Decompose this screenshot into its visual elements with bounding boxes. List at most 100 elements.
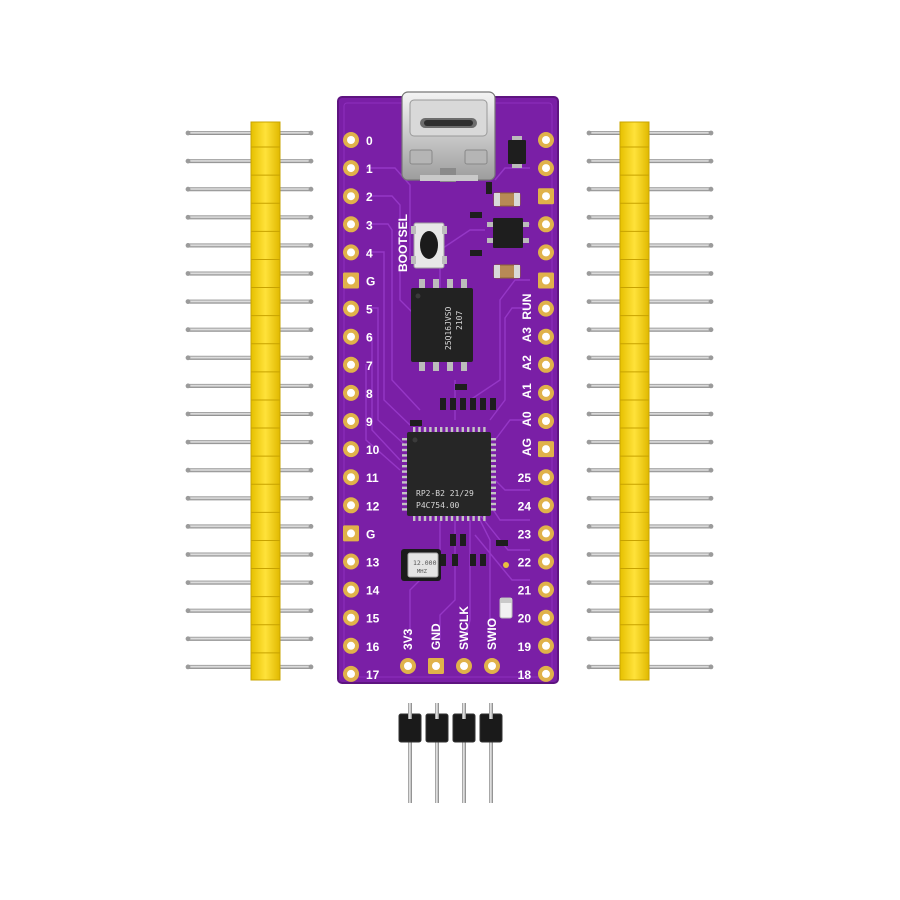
mcu-pin [413,427,416,433]
bootsel-label: BOOTSEL [396,214,410,272]
mcu-pin [418,515,421,521]
header-pin-tip [708,158,714,164]
header-pin [187,271,312,276]
mcu-pin [429,515,432,521]
header-pin-tip [586,243,592,248]
header-pin [187,496,312,501]
header-pin [187,187,312,192]
header-pin-tip [586,186,592,192]
mcu-pin [461,515,464,521]
mcu-pin [467,427,470,433]
header-pin [187,355,312,360]
right-header-separators [620,146,649,654]
header-pin [187,299,312,304]
header-pin [187,552,312,557]
header-pin [588,131,712,135]
left-header-body [250,121,281,681]
usb-c-port [401,91,496,182]
pad-hole [347,332,355,341]
header-pin-tip [185,355,191,361]
header-pin [187,608,312,613]
crystal-oscillator [401,549,441,581]
mcu-pin [490,443,496,446]
pcb-board: BOOTSEL 25Q16JVSO 2107 [337,91,559,684]
mcu-pin [490,448,496,452]
header-pin [187,440,312,445]
left-pin-label: G [366,527,375,541]
pad-hole [347,641,355,650]
small-pin-header [398,703,503,803]
mcu-pin [418,427,421,433]
header-pin-tip [308,243,314,248]
right-pin-label: A3 [520,327,534,343]
mcu-pins [402,427,496,521]
header-pin-tip [586,664,592,670]
header-pin [588,383,712,388]
mcu-pin [429,427,432,433]
pad-hole [404,662,412,670]
header-pin-tip [586,552,592,557]
left-pin-label: 10 [366,443,380,457]
mcu-pin [402,448,408,452]
header-pin-tip [708,495,714,501]
header-pin-tip [586,271,592,276]
right-header-body [619,121,650,681]
right-pin-label: 21 [518,584,532,598]
pad-hole [347,304,355,313]
crystal-marking-1: 12.000 [413,559,437,567]
mcu-pin [423,427,427,433]
header-pin-tip [308,327,314,333]
mcu-pin [402,459,408,462]
header-pin-tip [586,299,592,304]
header-pin-tip [308,552,314,557]
mcu-pin [490,459,496,462]
header-pin-tip [708,524,714,529]
diode [508,136,526,168]
header-pin-tip [185,495,191,501]
left-pin-label: 7 [366,359,373,373]
mcu-pin [402,486,408,489]
pad-hole [347,473,355,482]
pad-hole [347,585,355,594]
mcu-pin [402,443,408,446]
mcu-pin [445,515,448,521]
mcu-pin [490,465,496,468]
left-pin-label: 3 [366,218,373,232]
header-pin [588,327,712,332]
header-pin-tip [185,552,191,557]
mcu-pin [450,515,454,521]
mcu-pin [472,515,475,521]
header-pin-tip [185,608,191,614]
header-pin-tip [185,214,191,220]
bottom-pad-row [400,658,500,674]
header-pin-tip [185,524,191,529]
header-pin-tip [586,467,592,473]
mcu-pin [402,470,408,473]
left-pin-label: 11 [366,471,379,485]
right-pin-label: RUN [520,294,534,320]
right-pin-label: 22 [518,556,532,570]
mcu-pin [490,475,496,479]
header-pin-tip [586,636,592,642]
pad-hole [542,332,550,341]
pad-hole [542,669,550,678]
header-pin-tip [708,327,714,333]
mcu-pin [477,515,481,521]
crystal-marking-2: MHZ [417,569,428,575]
header-pin-tip [185,299,191,304]
mcu-marking-2: P4C754.00 [416,501,460,510]
bottom-pin-label: GND [429,623,443,650]
header-pin [187,383,312,388]
mcu-pin [450,427,454,433]
header-pin [187,215,312,220]
capacitor-top [493,192,521,207]
header-pin-tip [586,130,592,136]
small-header-pin-top [462,703,466,719]
mcu-pin [440,515,443,521]
left-pin-label: 14 [366,584,380,598]
header-pin-tip [308,467,314,473]
left-pin-label: 8 [366,387,373,401]
header-pin-tip [708,608,714,614]
header-pin-tip [308,271,314,276]
